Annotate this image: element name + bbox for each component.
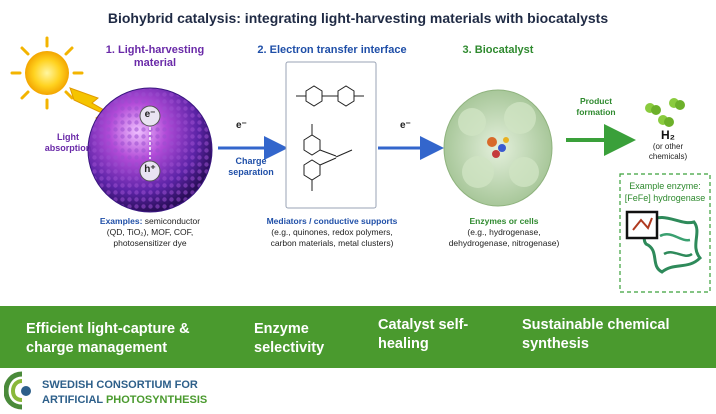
enzymes-line1: (e.g., hydrogenase, bbox=[467, 227, 541, 237]
benefit-enzyme-selectivity: Enzyme selectivity bbox=[254, 320, 324, 358]
diquat-structure bbox=[303, 124, 353, 191]
examples-line3: photosensitizer dye bbox=[113, 238, 187, 248]
section2-heading: 2. Electron transfer interface bbox=[257, 44, 407, 56]
examples-line2: (QD, TiO₂), MOF, COF, bbox=[106, 227, 194, 237]
benefit-light-capture: Efficient light-capture & charge managem… bbox=[26, 320, 190, 358]
mediators-bold: Mediators / conductive supports bbox=[266, 216, 398, 226]
protein-structure bbox=[443, 89, 553, 207]
benefit2-line1: Enzyme bbox=[254, 321, 309, 337]
benefit-self-healing: Catalyst self- healing bbox=[378, 316, 468, 354]
benefit3-line1: Catalyst self- bbox=[378, 317, 469, 333]
charge-sep-line1: Charge bbox=[235, 156, 267, 166]
example-enzyme-line1: Example enzyme: bbox=[629, 181, 701, 191]
section1-heading-line2: material bbox=[133, 57, 177, 69]
page-title: Biohybrid catalysis: integrating light-h… bbox=[107, 10, 609, 26]
logo-line2-part2: PHOTOSYNTHESIS bbox=[105, 394, 208, 406]
hole-label: h⁺ bbox=[144, 164, 156, 175]
logo-line1: SWEDISH CONSORTIUM FOR bbox=[42, 379, 198, 391]
hole-badge bbox=[139, 160, 161, 182]
product-formation-label: Product formation bbox=[566, 96, 626, 118]
viologen-structure bbox=[296, 85, 364, 107]
enzymes-line2: dehydrogenase, nitrogenase) bbox=[448, 238, 560, 248]
section2-mediators: Mediators / conductive supports (e.g., q… bbox=[246, 216, 418, 249]
example-enzyme-line2: [FeFe] hydrogenase bbox=[624, 193, 706, 203]
other-line1: (or other bbox=[652, 142, 684, 151]
electron-in-label: e⁻ bbox=[236, 120, 247, 131]
electron-badge bbox=[139, 105, 161, 127]
section1-heading-line1: 1. Light-harvesting bbox=[105, 44, 205, 56]
hydrogenase-structure bbox=[642, 216, 703, 274]
consortium-logo-icon bbox=[4, 371, 31, 410]
enzymes-bold: Enzymes or cells bbox=[469, 216, 539, 226]
h2-molecules-icon bbox=[645, 98, 685, 127]
mediators-line2: carbon materials, metal clusters) bbox=[270, 238, 394, 248]
benefit2-line2: selectivity bbox=[254, 340, 325, 356]
product-line1: Product bbox=[579, 96, 613, 106]
benefit4-line1: Sustainable chemical bbox=[522, 317, 670, 333]
section3-heading: 3. Biocatalyst bbox=[462, 44, 534, 56]
benefit3-line2: healing bbox=[378, 336, 429, 352]
diagram-canvas bbox=[10, 36, 711, 293]
logo-line2: ARTIFICIAL PHOTOSYNTHESIS bbox=[42, 393, 207, 408]
mediator-box bbox=[285, 61, 377, 209]
charge-separation-label: Charge separation bbox=[216, 156, 286, 178]
mediators-line1: (e.g., quinones, redox polymers, bbox=[271, 227, 393, 237]
section1-examples: Examples: semiconductor (QD, TiO₂), MOF,… bbox=[74, 216, 226, 249]
section1-heading: 1. Light-harvesting material bbox=[100, 44, 210, 70]
examples-line1: Examples: semiconductor bbox=[74, 216, 226, 227]
logo-line2-part1: ARTIFICIAL bbox=[42, 394, 106, 406]
light-label-line2: absorption bbox=[44, 143, 92, 153]
light-absorption-label: Light absorption bbox=[38, 132, 98, 154]
benefit4-line2: synthesis bbox=[522, 336, 589, 352]
benefits-band: Efficient light-capture & charge managem… bbox=[0, 306, 716, 368]
benefit1-line2: charge management bbox=[26, 340, 168, 356]
other-chemicals-label: (or other chemicals) bbox=[638, 142, 698, 162]
example-enzyme-label: Example enzyme: [FeFe] hydrogenase bbox=[622, 180, 708, 204]
examples-bold: Examples: bbox=[99, 216, 143, 226]
h2-label: H₂ bbox=[661, 128, 675, 142]
active-site-inset bbox=[625, 210, 659, 240]
electron-out-label: e⁻ bbox=[400, 120, 411, 131]
light-label-line1: Light bbox=[57, 132, 79, 142]
electron-label: e⁻ bbox=[144, 109, 156, 120]
examples-text1: semiconductor bbox=[142, 216, 201, 226]
charge-sep-line2: separation bbox=[228, 167, 274, 177]
benefit1-line1: Efficient light-capture & bbox=[26, 321, 190, 337]
benefit-sustainable-synthesis: Sustainable chemical synthesis bbox=[522, 316, 669, 354]
sun-icon bbox=[10, 36, 84, 110]
section3-enzymes: Enzymes or cells (e.g., hydrogenase, deh… bbox=[436, 216, 572, 249]
other-line2: chemicals) bbox=[648, 152, 688, 161]
consortium-logo-text: SWEDISH CONSORTIUM FOR ARTIFICIAL PHOTOS… bbox=[42, 378, 207, 408]
product-line2: formation bbox=[576, 107, 616, 117]
active-site-cluster bbox=[632, 217, 653, 231]
